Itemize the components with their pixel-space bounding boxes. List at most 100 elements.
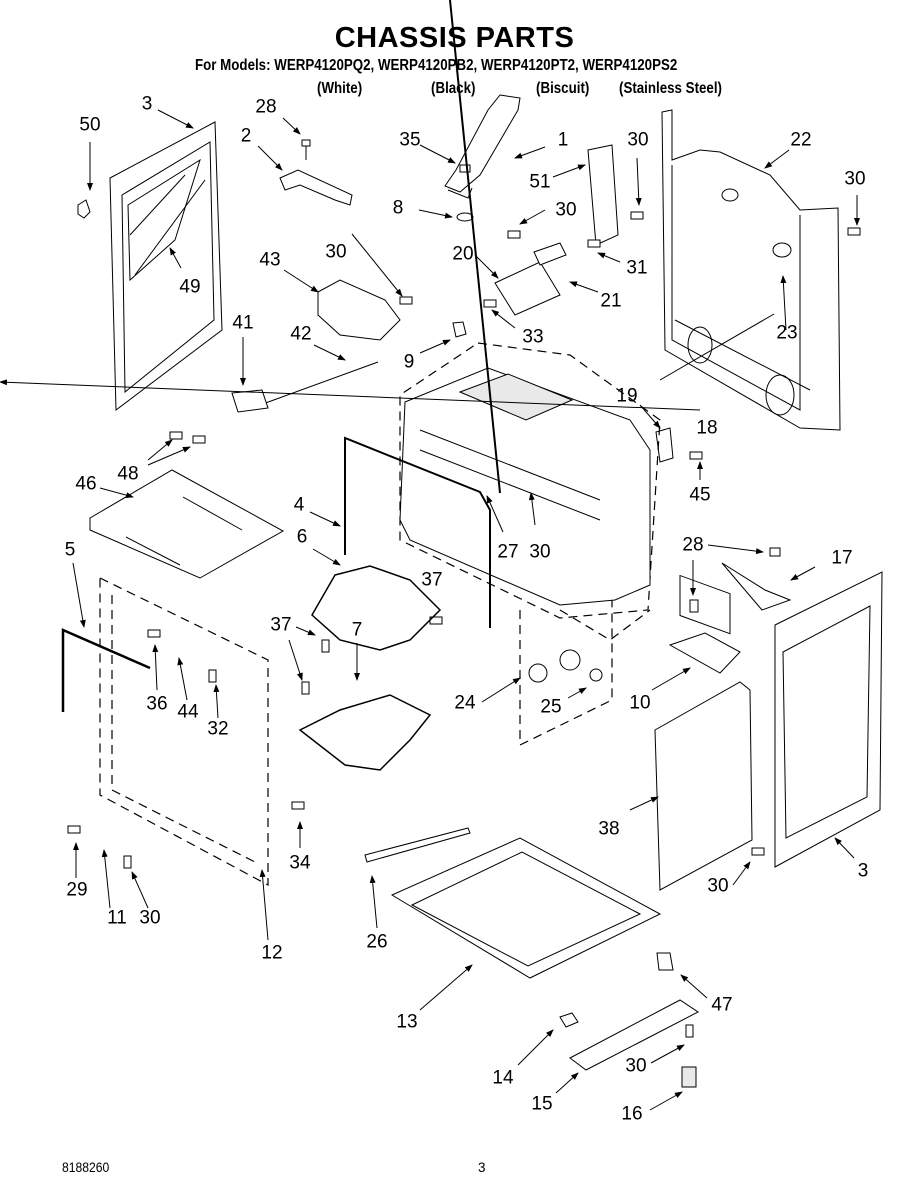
callout-30[interactable]: 30: [529, 541, 551, 563]
callout-14[interactable]: 14: [492, 1067, 514, 1089]
callout-25[interactable]: 25: [540, 696, 562, 718]
callout-13[interactable]: 13: [396, 1011, 418, 1033]
callout-30[interactable]: 30: [707, 875, 729, 897]
callout-50[interactable]: 50: [79, 114, 101, 136]
callout-31[interactable]: 31: [626, 257, 648, 279]
drawer-12-inner: [111, 595, 256, 863]
side-panel-left-drawing: [109, 121, 223, 411]
bracket-19-drawing: [655, 427, 674, 463]
callout-3[interactable]: 3: [857, 860, 869, 882]
terminal-21-drawing: [533, 242, 567, 266]
trim-1-drawing: [444, 94, 521, 222]
latch-41-drawing: [231, 389, 269, 413]
gasket-4-drawing: [344, 436, 491, 628]
rod-42-drawing: [259, 361, 379, 406]
callout-24[interactable]: 24: [454, 692, 476, 714]
leveling-leg-16-drawing: [681, 1066, 697, 1088]
page-number: 3: [478, 1160, 486, 1175]
callout-33[interactable]: 33: [522, 326, 544, 348]
callout-20[interactable]: 20: [452, 243, 474, 265]
callout-32[interactable]: 32: [207, 718, 229, 740]
callout-30[interactable]: 30: [844, 168, 866, 190]
callout-28[interactable]: 28: [682, 534, 704, 556]
callout-16[interactable]: 16: [621, 1103, 643, 1125]
callout-26[interactable]: 26: [366, 931, 388, 953]
callout-43[interactable]: 43: [259, 249, 281, 271]
callout-5[interactable]: 5: [64, 539, 76, 561]
callout-46[interactable]: 46: [75, 473, 97, 495]
callout-37[interactable]: 37: [270, 614, 292, 636]
side-panel-right-window: [782, 605, 871, 839]
callout-22[interactable]: 22: [790, 129, 812, 151]
clip-9-drawing: [452, 321, 467, 338]
bracket-10-drawing: [668, 632, 741, 674]
callout-49[interactable]: 49: [179, 276, 201, 298]
callout-6[interactable]: 6: [296, 526, 308, 548]
callout-28[interactable]: 28: [255, 96, 277, 118]
rail-26-drawing: [364, 827, 471, 863]
callout-2[interactable]: 2: [240, 125, 252, 147]
oven-cavity-drawing: [399, 342, 661, 746]
callout-15[interactable]: 15: [531, 1093, 553, 1115]
callout-11[interactable]: 11: [107, 907, 127, 929]
callout-45[interactable]: 45: [689, 484, 711, 506]
callout-1[interactable]: 1: [557, 129, 569, 151]
light-assembly-drawing: [528, 649, 603, 683]
callout-12[interactable]: 12: [261, 942, 283, 964]
screws-drawing: [67, 211, 861, 1038]
color-label-black: (Black): [431, 80, 476, 97]
callout-36[interactable]: 36: [146, 693, 168, 715]
callout-7[interactable]: 7: [351, 619, 363, 641]
rail-15-drawing: [569, 999, 699, 1071]
drawer-12-drawing: [99, 577, 269, 887]
bracket-51-drawing: [587, 144, 619, 246]
callout-47[interactable]: 47: [711, 994, 733, 1016]
callout-37[interactable]: 37: [421, 569, 443, 591]
callout-4[interactable]: 4: [293, 494, 305, 516]
models-line: For Models: WERP4120PQ2, WERP4120PB2, WE…: [195, 57, 678, 74]
callout-41[interactable]: 41: [232, 312, 254, 334]
callout-23[interactable]: 23: [776, 322, 798, 344]
callout-34[interactable]: 34: [289, 852, 311, 874]
callout-44[interactable]: 44: [177, 701, 199, 723]
callout-21[interactable]: 21: [600, 290, 622, 312]
callout-30[interactable]: 30: [325, 241, 347, 263]
callout-3[interactable]: 3: [141, 93, 153, 115]
leader-lines: [0, 109, 860, 1111]
callout-9[interactable]: 9: [403, 351, 415, 373]
element-6-drawing: [311, 565, 442, 651]
thermostat-43-drawing: [317, 279, 401, 341]
rail-20-drawing: [494, 261, 561, 316]
bracket-17-drawing: [721, 562, 792, 611]
callout-29[interactable]: 29: [66, 879, 88, 901]
panel-38-drawing: [654, 681, 753, 891]
tray-46-slot-2: [125, 536, 181, 566]
callout-30[interactable]: 30: [555, 199, 577, 221]
callout-42[interactable]: 42: [290, 323, 312, 345]
element-7-drawing: [298, 694, 432, 771]
bracket-2-drawing: [279, 139, 353, 206]
callout-35[interactable]: 35: [399, 129, 421, 151]
callout-30[interactable]: 30: [139, 907, 161, 929]
callout-8[interactable]: 8: [392, 197, 404, 219]
tray-46-drawing: [89, 469, 285, 579]
back-panel-22-drawing: [661, 109, 841, 635]
callout-19[interactable]: 19: [616, 385, 638, 407]
side-panel-right-drawing: [774, 571, 883, 868]
sensor-27-drawing: [449, 0, 501, 494]
clip-50-drawing: [77, 199, 91, 219]
callout-18[interactable]: 18: [696, 417, 718, 439]
color-label-white: (White): [317, 80, 363, 97]
document-number: 8188260: [62, 1160, 110, 1175]
callout-48[interactable]: 48: [117, 463, 139, 485]
clip-14-drawing: [559, 1012, 579, 1028]
callout-38[interactable]: 38: [598, 818, 620, 840]
callout-10[interactable]: 10: [629, 692, 651, 714]
callout-30[interactable]: 30: [627, 129, 649, 151]
color-label-biscuit: (Biscuit): [536, 80, 590, 97]
callout-27[interactable]: 27: [497, 541, 519, 563]
callout-30[interactable]: 30: [625, 1055, 647, 1077]
callout-51[interactable]: 51: [529, 171, 551, 193]
callout-17[interactable]: 17: [831, 547, 853, 569]
